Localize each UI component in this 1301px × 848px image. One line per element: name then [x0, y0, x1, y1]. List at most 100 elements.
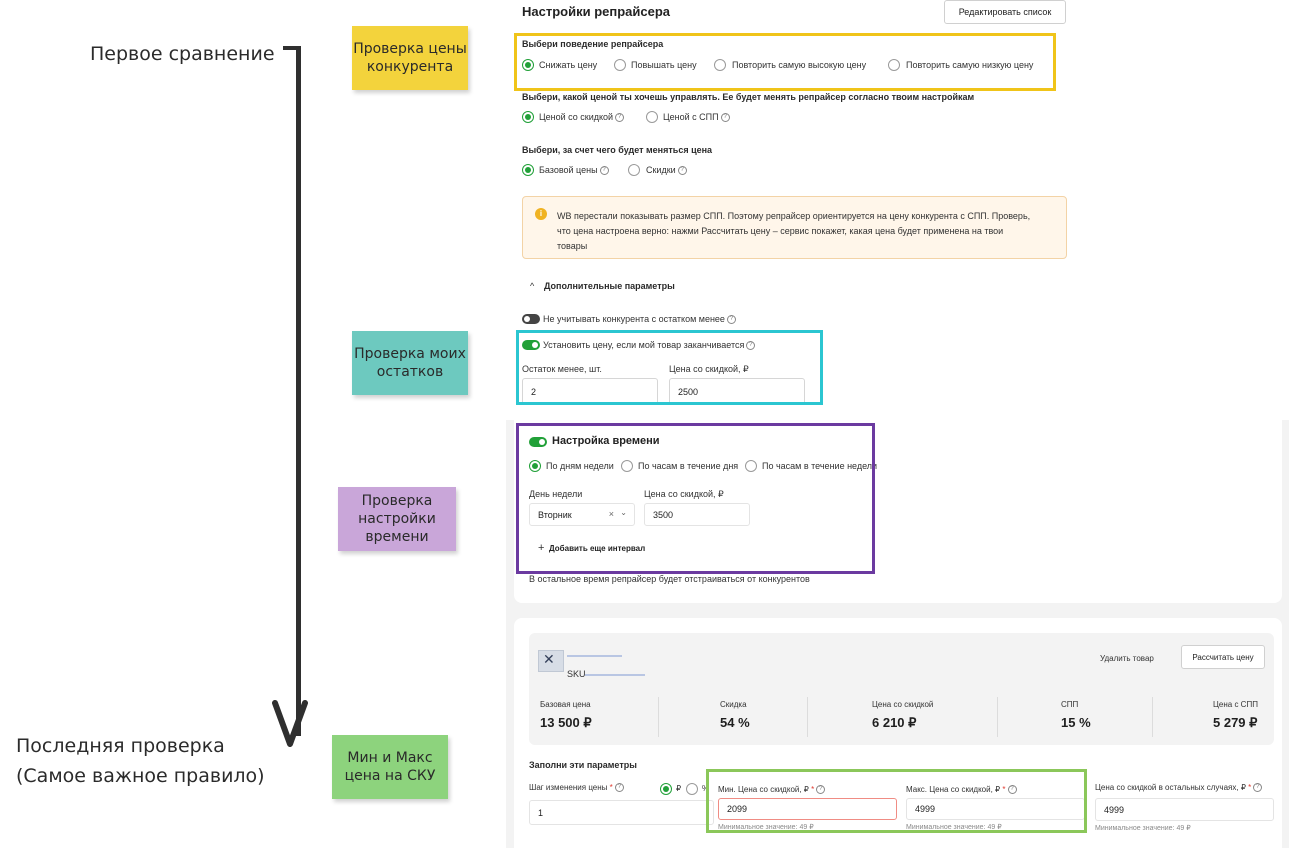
stat-discount-value: 54 % [720, 715, 750, 730]
stat-spp-value: 15 % [1061, 715, 1091, 730]
min-price-hint: Минимальное значение: 49 ₽ [718, 824, 814, 831]
product-name-blur [567, 655, 622, 657]
first-comparison-caption: Первое сравнение [90, 43, 275, 65]
manage-option-discount-radio[interactable] [522, 111, 534, 123]
stat-spp-label: СПП [1061, 700, 1079, 709]
product-summary: ✕ SKU Удалить товар Рассчитать цену Базо… [529, 633, 1274, 745]
change-via-label: Выбери, за счет чего будет меняться цена [522, 145, 713, 155]
time-price-input[interactable]: 3500 [644, 503, 750, 526]
max-price-label: Макс. Цена со скидкой, ₽ *? [906, 785, 1017, 795]
sku-value-blur [585, 674, 645, 676]
manage-option-discount-label: Ценой со скидкой? [539, 112, 625, 123]
arrow-head-icon [272, 700, 308, 747]
behavior-option-label: Повторить самую низкую цену [906, 60, 1034, 70]
notice-line2: что цена настроена верно: нажми Рассчита… [557, 226, 1004, 236]
time-option-hours-week-label: По часам в течение недели [762, 461, 878, 471]
radio-off-icon[interactable] [614, 59, 626, 71]
minmax-highlight-frame [706, 769, 1087, 833]
product-thumbnail: ✕ [538, 650, 564, 672]
other-price-input[interactable]: 4999 [1095, 798, 1274, 821]
help-icon[interactable]: ? [615, 113, 625, 123]
help-icon[interactable]: ? [677, 166, 687, 176]
stat-discount-price-value: 6 210 ₽ [872, 715, 917, 730]
stock-price-input[interactable]: 2500 [669, 378, 805, 405]
calculate-price-button[interactable]: Рассчитать цену [1181, 645, 1265, 669]
notice-line3: товары [557, 241, 588, 251]
last-check-caption: Последняя проверка [16, 735, 225, 757]
stat-base-price-label: Базовая цена [540, 700, 591, 709]
change-option-base-radio[interactable] [522, 164, 534, 176]
change-option-discount-radio[interactable] [628, 164, 640, 176]
last-check-subcaption: (Самое важное правило) [16, 765, 265, 787]
help-icon[interactable]: ? [614, 783, 624, 793]
sticky-minmax-check: Мин и Макс цена на СКУ [332, 735, 448, 799]
extra-params-label: Дополнительные параметры [544, 281, 675, 291]
stat-discount-label: Скидка [720, 700, 747, 709]
chevron-down-icon[interactable]: ⌄ [620, 508, 627, 517]
sku-label: SKU [567, 669, 586, 679]
manage-price-label: Выбери, какой ценой ты хочешь управлять.… [522, 92, 975, 102]
competitor-highlight-frame [514, 33, 1056, 91]
radio-off-icon[interactable] [714, 59, 726, 71]
help-icon[interactable]: ? [599, 166, 609, 176]
weekday-value: Вторник [538, 509, 572, 520]
step-unit-rub-radio[interactable] [660, 783, 672, 795]
help-icon[interactable]: ? [1253, 783, 1263, 793]
stock-less-input[interactable]: 2 [522, 378, 658, 405]
stock-price-label: Цена со скидкой, ₽ [669, 364, 749, 374]
min-price-label: Мин. Цена со скидкой, ₽ *? [718, 785, 826, 795]
radio-off-icon[interactable] [888, 59, 900, 71]
set-price-stock-toggle[interactable] [522, 340, 540, 350]
warning-icon: i [535, 208, 547, 220]
behavior-option-label: Повторить самую высокую цену [732, 60, 867, 70]
arrow-shaft [296, 46, 301, 736]
min-price-input[interactable]: 2099 [718, 798, 897, 820]
stat-spp-price-label: Цена с СПП [1213, 700, 1258, 709]
delete-product-link[interactable]: Удалить товар [1100, 654, 1154, 663]
weekday-select[interactable]: Вторник × ⌄ [529, 503, 635, 526]
stat-discount-price-label: Цена со скидкой [872, 700, 934, 709]
help-icon[interactable]: ? [1007, 785, 1017, 795]
stat-divider [1152, 697, 1153, 737]
help-icon[interactable]: ? [726, 315, 736, 325]
stat-divider [807, 697, 808, 737]
radio-on-icon[interactable] [522, 59, 534, 71]
repricer-title: Настройки репрайсера [522, 4, 671, 19]
help-icon[interactable]: ? [816, 785, 826, 795]
stock-less-label: Остаток менее, шт. [522, 364, 602, 374]
time-option-hours-day-radio[interactable] [621, 460, 633, 472]
fill-params-label: Заполни эти параметры [529, 760, 637, 770]
max-price-hint: Минимальное значение: 49 ₽ [906, 824, 1002, 831]
ignore-competitor-label: Не учитывать конкурента с остатком менее… [543, 314, 736, 325]
sticky-time-check: Проверка настройки времени [338, 487, 456, 551]
stat-base-price-value: 13 500 ₽ [540, 715, 592, 730]
step-unit-pct-radio[interactable] [686, 783, 698, 795]
other-price-hint: Минимальное значение: 49 ₽ [1095, 825, 1191, 832]
stat-spp-price-value: 5 279 ₽ [1213, 715, 1258, 730]
ignore-competitor-toggle[interactable] [522, 314, 540, 324]
clear-icon[interactable]: × [608, 509, 614, 519]
manage-option-spp-label: Ценой с СПП? [663, 112, 730, 123]
time-option-hours-week-radio[interactable] [745, 460, 757, 472]
time-settings-toggle[interactable] [529, 437, 547, 447]
time-price-label: Цена со скидкой, ₽ [644, 489, 724, 499]
stock-highlight-frame [516, 330, 823, 405]
rest-time-note: В остальное время репрайсер будет отстра… [529, 574, 810, 584]
help-icon[interactable]: ? [720, 113, 730, 123]
notice-line1: WB перестали показывать размер СПП. Поэт… [557, 211, 1031, 221]
chevron-up-icon: ^ [530, 281, 535, 291]
plus-icon: + [538, 542, 545, 554]
behavior-label: Выбери поведение репрайсера [522, 39, 664, 49]
edit-list-button[interactable]: Редактировать список [944, 0, 1066, 24]
product-card: ✕ SKU Удалить товар Рассчитать цену Базо… [514, 618, 1282, 848]
step-input[interactable]: 1 [529, 800, 714, 825]
add-interval-label: Добавить еще интервал [549, 544, 646, 553]
step-label: Шаг изменения цены *? [529, 783, 624, 793]
manage-option-spp-radio[interactable] [646, 111, 658, 123]
arrow-top-tick [283, 46, 299, 50]
stat-divider [997, 697, 998, 737]
change-option-discount-label: Скидки? [646, 165, 687, 176]
other-price-label: Цена со скидкой в остальных случаях, ₽ *… [1095, 783, 1263, 793]
help-icon[interactable]: ? [746, 341, 756, 351]
time-option-days-radio[interactable] [529, 460, 541, 472]
